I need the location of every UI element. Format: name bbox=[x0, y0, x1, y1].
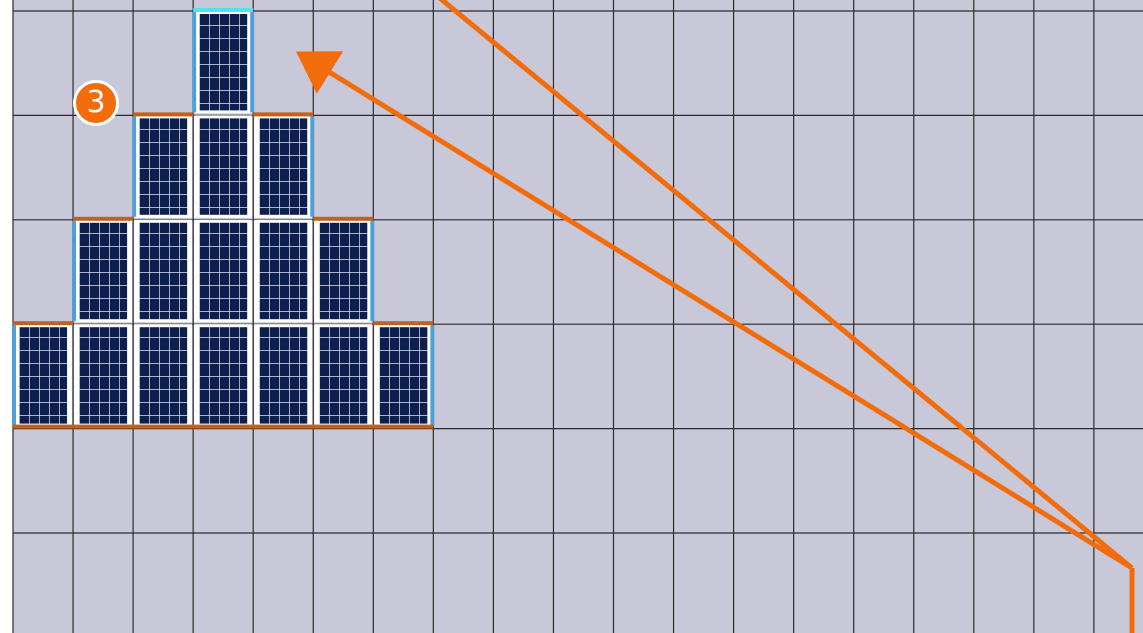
solar-panel bbox=[314, 324, 373, 427]
panel-cells bbox=[379, 327, 428, 424]
ledge-rail bbox=[133, 112, 194, 117]
panel-cells bbox=[79, 327, 128, 424]
pointer-arrows bbox=[295, 0, 1135, 633]
panel-cells bbox=[319, 222, 368, 320]
panel-cells bbox=[139, 222, 188, 320]
panel-cells bbox=[199, 14, 248, 111]
solar-panel bbox=[194, 11, 253, 114]
solar-panel bbox=[254, 324, 313, 427]
solar-panel bbox=[314, 219, 373, 323]
panel-cells bbox=[259, 222, 308, 320]
solar-panel bbox=[134, 219, 193, 323]
solar-panel bbox=[134, 324, 193, 427]
panel-cells bbox=[79, 222, 128, 320]
side-rail bbox=[250, 12, 255, 113]
panel-cells bbox=[19, 327, 68, 424]
solar-panel bbox=[374, 324, 433, 427]
step-number-badge: 3 bbox=[73, 80, 119, 126]
solar-panel bbox=[194, 115, 253, 218]
side-rail bbox=[12, 325, 16, 426]
side-rail bbox=[370, 220, 375, 322]
side-rail bbox=[310, 116, 315, 217]
solar-panel bbox=[254, 219, 313, 323]
side-rail bbox=[430, 325, 435, 426]
solar-panel bbox=[134, 115, 193, 218]
side-rail bbox=[132, 116, 137, 217]
pointer-line bbox=[438, 0, 1134, 570]
solar-panel bbox=[14, 324, 73, 427]
ledge-rail bbox=[13, 321, 74, 326]
side-rail bbox=[192, 12, 197, 113]
panel-cells bbox=[139, 327, 188, 424]
panel-cells bbox=[199, 327, 248, 424]
panel-cells bbox=[259, 118, 308, 215]
solar-panel bbox=[194, 219, 253, 323]
ledge-rail bbox=[313, 216, 374, 221]
panel-cells bbox=[199, 118, 248, 215]
solar-panel bbox=[194, 324, 253, 427]
panel-cells bbox=[199, 222, 248, 320]
solar-panel bbox=[254, 115, 313, 218]
solar-panel bbox=[74, 219, 133, 323]
panel-cells bbox=[139, 118, 188, 215]
panel-cells bbox=[319, 327, 368, 424]
top-edge bbox=[193, 8, 254, 12]
ledge-rail bbox=[73, 216, 134, 221]
ledge-rail bbox=[373, 321, 434, 326]
pointer-arrow bbox=[295, 51, 1134, 571]
bottom-rail bbox=[13, 424, 434, 429]
panel-cells bbox=[259, 327, 308, 424]
solar-array bbox=[12, 8, 435, 429]
ledge-rail bbox=[253, 112, 314, 117]
solar-panel bbox=[74, 324, 133, 427]
side-rail bbox=[72, 220, 77, 322]
